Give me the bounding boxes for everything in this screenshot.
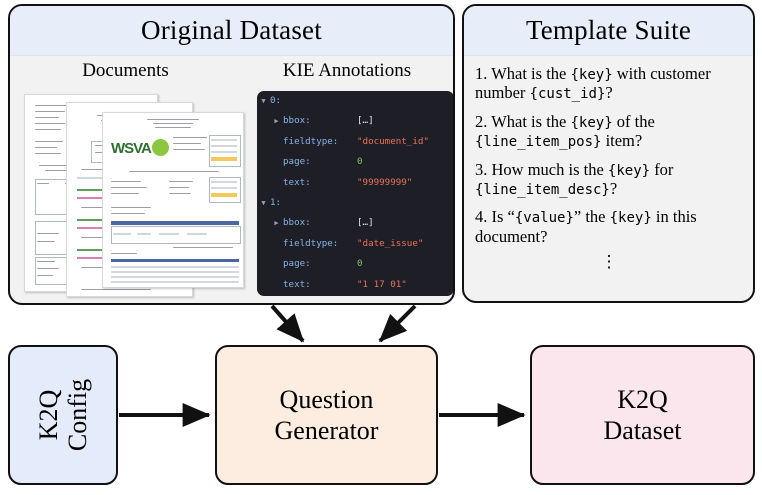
question-generator-box: Question Generator — [215, 345, 438, 485]
original-dataset-panel: Original Dataset Documents KIE Annotatio… — [8, 4, 455, 305]
wsva-logo-text: WSVA — [111, 140, 152, 157]
code-value: "document_id" — [357, 135, 429, 147]
code-row[interactable]: text: "1 17 01" — [257, 275, 453, 295]
template-text: What is the — [491, 111, 571, 131]
template-number: 2. — [475, 111, 488, 131]
code-key: page: — [283, 156, 311, 168]
kie-annotations-label: KIE Annotations — [282, 60, 412, 81]
code-row[interactable]: ▶ bbox: […] — [257, 213, 453, 233]
template-placeholder: {value} — [514, 210, 574, 227]
k2q-config-box: K2Q Config — [8, 345, 118, 485]
template-item: 3. How much is the {key} for {line_item_… — [475, 159, 743, 200]
code-value: 0 — [357, 258, 363, 270]
code-key: page: — [283, 258, 311, 270]
template-placeholder: {key} — [609, 210, 652, 227]
question-generator-line1: Question — [279, 385, 374, 414]
original-dataset-header: Original Dataset — [10, 6, 453, 56]
template-number: 1. — [475, 64, 488, 83]
template-text: of the — [612, 111, 655, 131]
disclosure-triangle-closed-icon[interactable]: ▶ — [274, 219, 279, 228]
template-item: 2. What is the {key} of the {line_item_p… — [475, 111, 743, 152]
disclosure-triangle-closed-icon[interactable]: ▶ — [274, 117, 279, 126]
code-key: fieldtype: — [283, 237, 339, 249]
code-value: "99999999" — [357, 176, 413, 188]
template-item: 1. What is the {key} with customer numbe… — [475, 64, 743, 104]
k2q-dataset-line2: Dataset — [603, 416, 682, 445]
code-value: […] — [357, 217, 374, 229]
template-suite-header: Template Suite — [464, 6, 753, 56]
template-item: 4. Is “{value}” the {key} in this docume… — [475, 208, 743, 246]
code-row[interactable]: fieldtype: "date_issue" — [257, 234, 453, 254]
code-row[interactable]: text: "99999999" — [257, 173, 453, 193]
code-value: 0 — [357, 156, 363, 168]
code-row[interactable]: fieldtype: "document_id" — [257, 132, 453, 152]
code-row[interactable]: ▶ bbox: […] — [257, 111, 453, 131]
question-generator-label: Question Generator — [275, 384, 379, 446]
k2q-config-line2: Config — [62, 378, 92, 452]
k2q-config-line1: K2Q — [33, 389, 63, 441]
disclosure-triangle-open-icon[interactable]: ▼ — [261, 198, 266, 207]
template-text: with customer number — [475, 64, 711, 103]
disclosure-triangle-open-icon[interactable]: ▼ — [261, 97, 266, 105]
code-row[interactable]: page: 0 — [257, 254, 453, 274]
original-dataset-title: Original Dataset — [141, 15, 322, 45]
code-value: […] — [357, 115, 374, 127]
document-thumbnails: WSVA — [18, 90, 246, 298]
template-placeholder: {cust_id} — [529, 86, 606, 103]
template-placeholder: {line_item_desc} — [475, 182, 610, 199]
code-index-label: 0: — [270, 95, 282, 106]
template-text: ? — [609, 179, 618, 199]
template-text: What is the — [491, 64, 571, 83]
code-row-index[interactable]: ▼ 1: — [257, 193, 453, 213]
code-index-label: 1: — [270, 196, 282, 208]
document-thumbnail: WSVA — [102, 112, 244, 288]
template-placeholder: {line_item_pos} — [475, 134, 602, 151]
code-key: fieldtype: — [283, 135, 339, 147]
template-text: ” the — [573, 207, 610, 227]
template-text: for — [650, 159, 674, 179]
template-number: 3. — [475, 159, 488, 179]
k2q-dataset-line1: K2Q — [617, 385, 668, 414]
k2q-config-label: K2Q Config — [34, 379, 92, 451]
code-value: "date_issue" — [357, 237, 424, 249]
template-text: item? — [601, 131, 643, 151]
arrow-templates-to-generator — [378, 304, 417, 343]
code-key: text: — [283, 176, 311, 188]
template-text: Is “ — [491, 207, 515, 227]
code-row-index[interactable]: ▼ 0: — [257, 91, 453, 111]
kie-annotations-code-panel[interactable]: ▼ 0: ▶ bbox: […] fieldtype: "document_id… — [257, 91, 453, 296]
original-dataset-subsection-labels: Documents KIE Annotations — [10, 56, 453, 86]
template-continuation-ellipsis: ⋮ — [600, 252, 618, 272]
template-suite-panel: Template Suite 1. What is the {key} with… — [462, 4, 755, 303]
code-value: "1 17 01" — [357, 278, 407, 290]
template-text: in this document? — [475, 207, 697, 246]
template-text: ? — [605, 83, 613, 103]
code-key: bbox: — [283, 115, 311, 127]
wsva-logo-dot — [151, 139, 169, 156]
code-row[interactable]: page: 0 — [257, 152, 453, 172]
wsva-logo: WSVA — [111, 139, 169, 159]
template-suite-title: Template Suite — [525, 15, 692, 45]
template-placeholder: {key} — [607, 162, 651, 179]
template-placeholder: {key} — [570, 67, 613, 83]
documents-label: Documents — [82, 60, 169, 81]
arrow-dataset-to-generator — [270, 304, 305, 343]
k2q-dataset-label: K2Q Dataset — [604, 384, 682, 446]
template-list: 1. What is the {key} with customer numbe… — [464, 56, 753, 272]
template-placeholder: {key} — [570, 114, 613, 131]
template-text: How much is the — [491, 159, 608, 179]
code-key: text: — [283, 278, 311, 290]
template-number: 4. — [475, 207, 488, 227]
code-key: bbox: — [283, 217, 311, 229]
question-generator-line2: Generator — [274, 416, 379, 445]
k2q-dataset-box: K2Q Dataset — [530, 345, 755, 485]
